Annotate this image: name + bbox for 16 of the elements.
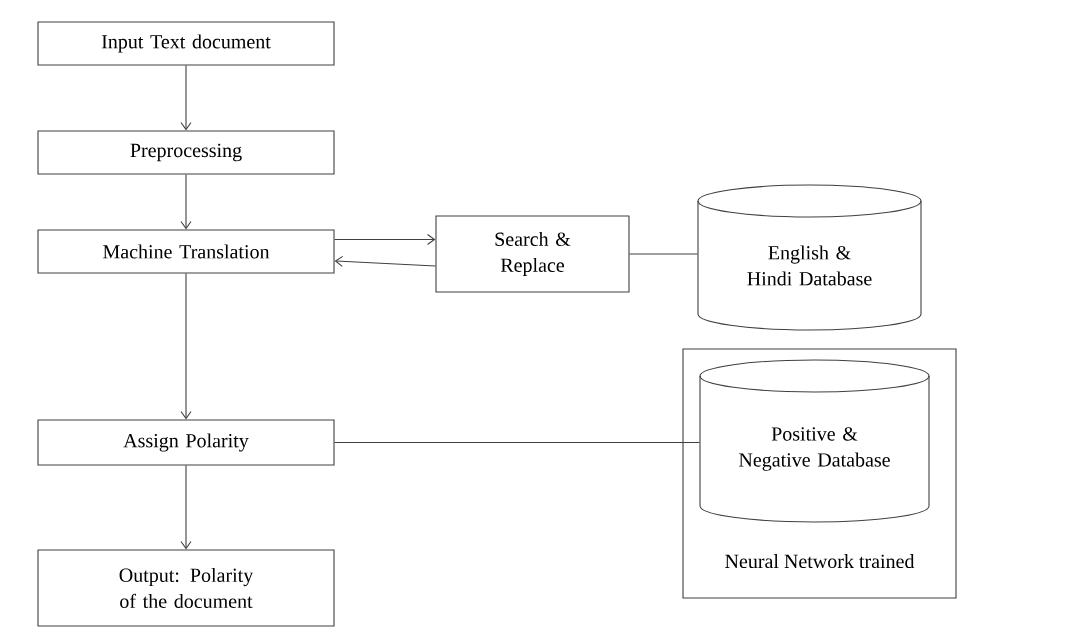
process-box: Machine Translation bbox=[37, 229, 335, 274]
arrow bbox=[334, 255, 436, 267]
arrow bbox=[334, 233, 436, 246]
connector-line bbox=[629, 253, 698, 255]
arrow bbox=[180, 465, 192, 550]
connector-line bbox=[334, 441, 700, 444]
database-cylinder: English & Hindi Database bbox=[697, 184, 922, 331]
process-box: Search & Replace bbox=[435, 215, 630, 293]
arrow bbox=[180, 65, 192, 131]
process-box: Input Text document bbox=[37, 21, 335, 66]
process-box: Assign Polarity bbox=[37, 419, 335, 466]
arrow bbox=[180, 273, 192, 420]
process-box: Output: Polarity of the document bbox=[37, 549, 335, 627]
process-box: Preprocessing bbox=[37, 130, 335, 175]
arrow bbox=[180, 174, 192, 230]
database-cylinder: Positive & Negative Database bbox=[699, 359, 930, 523]
